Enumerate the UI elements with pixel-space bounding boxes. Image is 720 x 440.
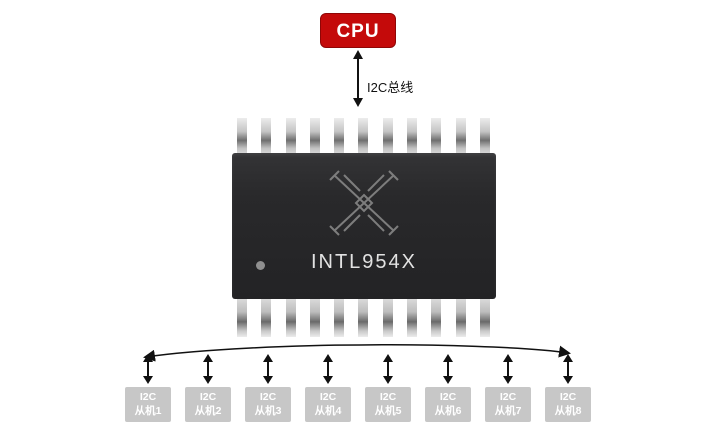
slave-label-line2: 从机2 (194, 404, 222, 417)
pin-icon (261, 299, 272, 337)
slave-label-line2: 从机6 (434, 404, 462, 417)
pin-icon (407, 118, 418, 154)
slave-group-3: I2C 从机3 (245, 354, 291, 422)
slave-label-line2: 从机7 (494, 404, 522, 417)
pin-icon (334, 299, 345, 337)
pin-icon (261, 118, 272, 154)
pin-icon (334, 118, 345, 154)
pin1-indicator-dot (256, 261, 265, 270)
updown-arrow-icon (263, 354, 273, 384)
bus-fanout-line-icon (143, 344, 571, 362)
updown-arrow-icon (503, 354, 513, 384)
slave-label-line1: I2C (319, 390, 337, 403)
slave-label-line1: I2C (139, 390, 157, 403)
pin-icon (455, 299, 466, 337)
pin-icon (455, 118, 466, 154)
slave-box: I2C 从机2 (185, 387, 231, 422)
updown-arrow-icon (383, 354, 393, 384)
pin-icon (431, 299, 442, 337)
slave-box: I2C 从机7 (485, 387, 531, 422)
chip-part-number: INTL954X (310, 251, 418, 273)
slave-group-8: I2C 从机8 (545, 354, 591, 422)
slave-label-line1: I2C (259, 390, 277, 403)
slave-label-line1: I2C (199, 390, 217, 403)
slave-label-line2: 从机3 (254, 404, 282, 417)
slave-box: I2C 从机4 (305, 387, 351, 422)
pin-icon (309, 299, 320, 337)
updown-arrow-icon (143, 354, 153, 384)
pin-icon (358, 299, 369, 337)
slave-label-line1: I2C (439, 390, 457, 403)
bus-label: I2C总线 (367, 80, 414, 95)
slave-label-line2: 从机8 (554, 404, 582, 417)
slave-label-line2: 从机1 (134, 404, 162, 417)
chip-package-body: INTL954X (232, 153, 496, 299)
slave-box: I2C 从机3 (245, 387, 291, 422)
slave-group-6: I2C 从机6 (425, 354, 471, 422)
pin-icon (382, 299, 393, 337)
slave-box: I2C 从机1 (125, 387, 171, 422)
pin-icon (285, 118, 296, 154)
pin-icon (479, 118, 490, 154)
chip-pins-top (237, 118, 490, 154)
updown-arrow-icon (203, 354, 213, 384)
pin-icon (237, 118, 247, 154)
chip-logo-icon (329, 170, 399, 236)
slave-group-7: I2C 从机7 (485, 354, 531, 422)
slave-group-1: I2C 从机1 (125, 354, 171, 422)
pin-icon (358, 118, 369, 154)
slave-label-line2: 从机4 (314, 404, 342, 417)
cpu-block: CPU (320, 13, 396, 48)
pin-icon (237, 299, 247, 337)
updown-arrow-icon (563, 354, 573, 384)
slave-box: I2C 从机5 (365, 387, 411, 422)
pin-icon (479, 299, 490, 337)
cpu-bus-updown-arrow-icon (353, 50, 363, 107)
pin-icon (431, 118, 442, 154)
pin-icon (285, 299, 296, 337)
pin-icon (309, 118, 320, 154)
updown-arrow-icon (323, 354, 333, 384)
slave-label-line1: I2C (559, 390, 577, 403)
slave-box: I2C 从机6 (425, 387, 471, 422)
chip-pins-bottom (237, 299, 490, 337)
slave-label-line1: I2C (499, 390, 517, 403)
slave-group-5: I2C 从机5 (365, 354, 411, 422)
slave-label-line2: 从机5 (374, 404, 402, 417)
pin-icon (382, 118, 393, 154)
pin-icon (407, 299, 418, 337)
slave-group-4: I2C 从机4 (305, 354, 351, 422)
slave-box: I2C 从机8 (545, 387, 591, 422)
slave-group-2: I2C 从机2 (185, 354, 231, 422)
slave-label-line1: I2C (379, 390, 397, 403)
updown-arrow-icon (443, 354, 453, 384)
